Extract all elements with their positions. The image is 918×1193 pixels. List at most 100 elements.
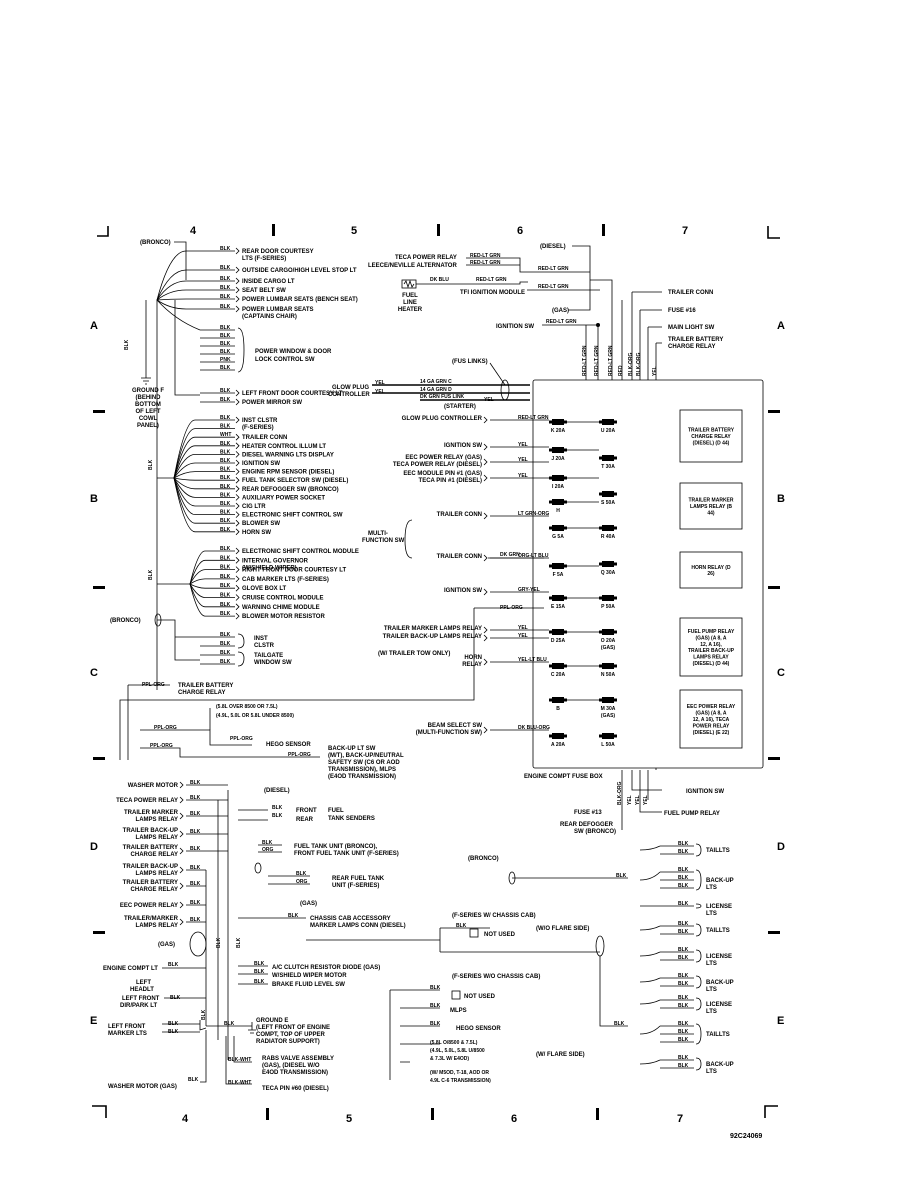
fan-wire	[639, 871, 661, 881]
relay-label: (DIESEL) (D 44)	[693, 440, 730, 446]
component-label: INST CLSTR	[242, 418, 278, 424]
wire-label: BLK	[272, 813, 283, 819]
grid-tick	[768, 586, 780, 589]
wire-color: BLK	[678, 867, 689, 873]
component-label: CHARGE RELAY	[131, 852, 178, 858]
wire-label: PPL-ORG	[154, 725, 177, 731]
fuse-input-label: GLOW PLUG CONTROLLER	[402, 416, 483, 422]
fuse-left	[552, 563, 564, 569]
gas-note-bc: (GAS)	[300, 901, 317, 907]
fuse-input-label: HORN	[464, 655, 482, 661]
fuse-left-label: F 5A	[553, 572, 564, 578]
fuse-left-terminal	[564, 664, 567, 668]
grid-col-7-top: 7	[682, 225, 688, 237]
ground-f-text: OF LEFT	[136, 409, 161, 415]
vertical-wire-color: RED-LT GRN	[594, 345, 600, 376]
fuse-right-label: O 20A	[601, 638, 616, 644]
fuel-senders-2: TANK SENDERS	[328, 816, 375, 822]
engine-notes: (5.8L O/8500 & 7.5L)(4.9L, 5.0L, 5.8L U/…	[430, 1040, 491, 1084]
fuse-left	[552, 697, 564, 703]
wire-color: BLK	[190, 917, 201, 923]
grid-col-4-bottom: 4	[182, 1113, 189, 1125]
brace	[695, 975, 702, 989]
connector	[483, 458, 488, 466]
component-label: POWER MIRROR SW	[242, 400, 302, 406]
fuse-right	[602, 561, 614, 567]
wire-color: BLK	[220, 475, 231, 481]
wire-color: BLK	[220, 583, 231, 589]
relay-label: TRAILER BACK-UP	[688, 648, 735, 654]
fuse-left-label: B	[556, 706, 560, 712]
trailer-batt-label-2: CHARGE RELAY	[668, 344, 715, 350]
fuse-right	[602, 663, 614, 669]
wire-color: BLK	[220, 602, 231, 608]
wire-color: BLK	[678, 955, 689, 961]
corner-mark-bottom-right	[764, 1105, 778, 1118]
hego-label: HEGO SENSOR	[266, 742, 311, 748]
wire-color: PNK	[220, 357, 231, 363]
wire	[268, 875, 310, 885]
fuse-left-terminal	[549, 734, 552, 738]
fuse-input-label: IGNITION SW	[444, 588, 482, 594]
splice	[254, 862, 262, 874]
wire-color: BLK	[190, 795, 201, 801]
grid-tick	[768, 757, 780, 760]
fuse-right-terminal	[614, 420, 617, 424]
wire-color: BLK	[190, 865, 201, 871]
fan-wire	[173, 436, 196, 479]
connector	[235, 433, 240, 441]
wire-color: BLK	[678, 1003, 689, 1009]
wire-color: BLK	[220, 365, 231, 371]
fan-wire	[173, 462, 196, 479]
wire-label: BLK	[430, 1003, 441, 1009]
connector	[235, 247, 240, 255]
corner-mark-top-left	[97, 226, 109, 237]
connector	[179, 847, 184, 855]
relay-label: (DIESEL) (E 22)	[693, 730, 730, 736]
component-label: POWER LUMBAR SEATS (BENCH SEAT)	[242, 297, 358, 303]
connector	[179, 882, 184, 890]
teca60-label: TECA PIN #60 (DIESEL)	[262, 1086, 329, 1092]
grid-col-6-top: 6	[517, 225, 523, 237]
component-label: TECA POWER RELAY	[116, 798, 178, 804]
wire-color: BLK	[190, 846, 201, 852]
gas-splice	[189, 931, 207, 957]
trunk-label-b2: BLK	[148, 569, 154, 580]
inst-label: INST	[254, 636, 268, 642]
glow-wires	[372, 384, 530, 401]
connector	[235, 398, 240, 406]
fan-wire	[156, 280, 187, 301]
window-label: POWER WINDOW & DOOR	[255, 349, 332, 355]
wire-color: BLK	[220, 555, 231, 561]
fuse-right-terminal	[614, 526, 617, 530]
connector	[179, 866, 184, 874]
wire-label: BLK	[168, 962, 179, 968]
fseries-wo: (F-SERIES W/O CHASSIS CAB)	[452, 974, 540, 980]
wire-label: RED-LT GRN	[470, 253, 501, 259]
wire	[127, 684, 170, 760]
brace	[237, 633, 245, 667]
wire-label: BLK	[224, 1021, 235, 1027]
fuse-left-terminal	[564, 448, 567, 452]
wire-color: BLK	[220, 611, 231, 617]
fan-wire	[173, 477, 196, 507]
lamp-label: LTS	[706, 885, 717, 891]
component-label: CRUISE CONTROL MODULE	[242, 596, 324, 602]
trailer-batt-c-2: CHARGE RELAY	[178, 690, 225, 696]
fuse-left-label: C 20A	[551, 672, 566, 678]
backup-text: (M/T), BACK-UP/NEUTRAL	[328, 753, 404, 759]
brace	[695, 1023, 702, 1045]
vertical-wire-color: YEL	[652, 366, 658, 376]
fuse-left-label: J 20A	[551, 456, 565, 462]
output-wire-color: YEL	[643, 795, 649, 805]
lamp-label: LTS	[706, 961, 717, 967]
lamp-label: LTS	[706, 987, 717, 993]
component-label: OUTSIDE CARGO/HIGH LEVEL STOP LT	[242, 268, 357, 274]
connector	[179, 796, 184, 804]
wire-color: BLK	[220, 333, 231, 339]
fuse-right-terminal	[599, 456, 602, 460]
connector	[483, 416, 488, 424]
